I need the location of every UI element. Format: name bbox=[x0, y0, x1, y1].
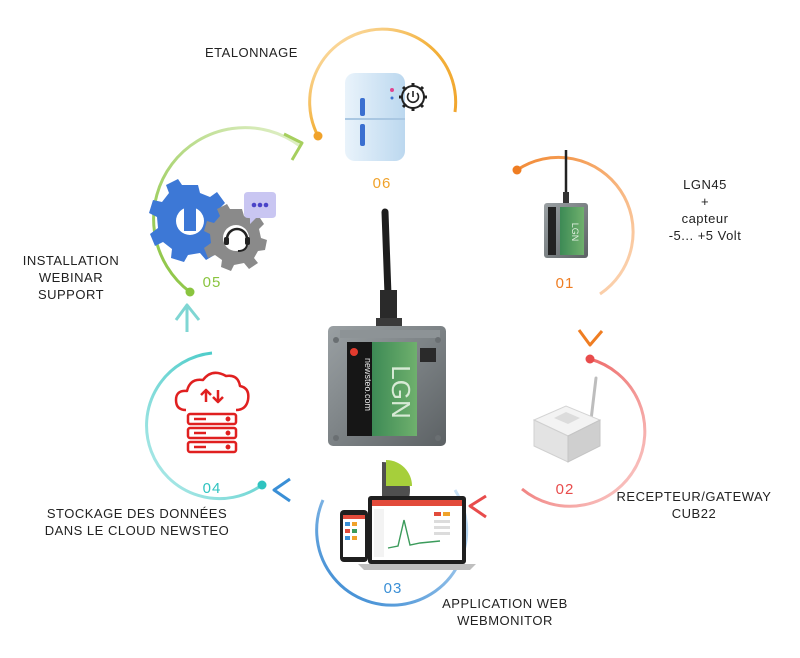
step-06-label: ETALONNAGE bbox=[205, 44, 325, 61]
step-02-label: RECEPTEUR/GATEWAY CUB22 bbox=[604, 488, 784, 522]
support-gear-headset-icon bbox=[149, 179, 276, 271]
gateway-device bbox=[532, 376, 602, 463]
step-number-03: 03 bbox=[384, 580, 403, 597]
step-04-label: STOCKAGE DES DONNÉES DANS LE CLOUD NEWST… bbox=[22, 505, 252, 539]
step-03-label-line: APPLICATION WEB bbox=[442, 596, 568, 611]
arrow-02-to-03 bbox=[468, 494, 487, 519]
center-device-model-text: LGN bbox=[386, 365, 416, 418]
step-05-label-line: SUPPORT bbox=[37, 287, 105, 302]
step-04-circle bbox=[145, 351, 267, 501]
step-01-circle bbox=[512, 155, 635, 296]
step-01-label-line: + bbox=[700, 194, 710, 209]
step-01-label-line: LGN45 bbox=[683, 177, 727, 192]
step-02-label-line: RECEPTEUR/GATEWAY bbox=[616, 489, 772, 504]
step-05-circle bbox=[152, 126, 301, 297]
cloud-server-icon bbox=[174, 371, 250, 454]
arrow-04-to-05 bbox=[174, 303, 201, 321]
center-lgn-device: newsteo.com LGN bbox=[328, 208, 446, 446]
lgn45-sensor-device: LGN bbox=[544, 150, 588, 258]
svg-text:LGN: LGN bbox=[570, 223, 580, 242]
calibration-gear-icon bbox=[345, 73, 427, 161]
step-01-label-line: capteur bbox=[681, 211, 729, 226]
step-05-label: INSTALLATION WEBINAR SUPPORT bbox=[16, 252, 126, 303]
step-02-label-line: CUB22 bbox=[671, 506, 717, 521]
step-05-label-line: WEBINAR bbox=[38, 270, 104, 285]
center-device-brand-text: newsteo.com bbox=[363, 358, 373, 411]
step-01-label-line: -5... +5 Volt bbox=[668, 228, 742, 243]
step-number-05: 05 bbox=[203, 274, 222, 291]
step-04-label-line: STOCKAGE DES DONNÉES bbox=[46, 506, 228, 521]
step-05-label-line: INSTALLATION bbox=[22, 253, 120, 268]
step-number-01: 01 bbox=[556, 275, 575, 292]
laptop-phone-dashboard bbox=[340, 460, 476, 570]
step-04-label-line: DANS LE CLOUD NEWSTEO bbox=[44, 523, 230, 538]
step-03-label-line: WEBMONITOR bbox=[457, 613, 553, 628]
step-06-circle bbox=[308, 27, 458, 141]
step-number-02: 02 bbox=[556, 481, 575, 498]
step-01-label: LGN45 + capteur -5... +5 Volt bbox=[640, 176, 770, 244]
arrow-03-to-04 bbox=[272, 477, 291, 503]
arrow-01-to-02 bbox=[577, 329, 604, 347]
step-06-label-line: ETALONNAGE bbox=[205, 45, 298, 60]
step-02-circle bbox=[521, 354, 647, 508]
arrow-05-to-06 bbox=[283, 132, 304, 161]
step-03-circle bbox=[315, 489, 469, 607]
step-number-06: 06 bbox=[373, 175, 392, 192]
step-number-04: 04 bbox=[203, 480, 222, 497]
step-03-label: APPLICATION WEB WEBMONITOR bbox=[415, 595, 595, 629]
